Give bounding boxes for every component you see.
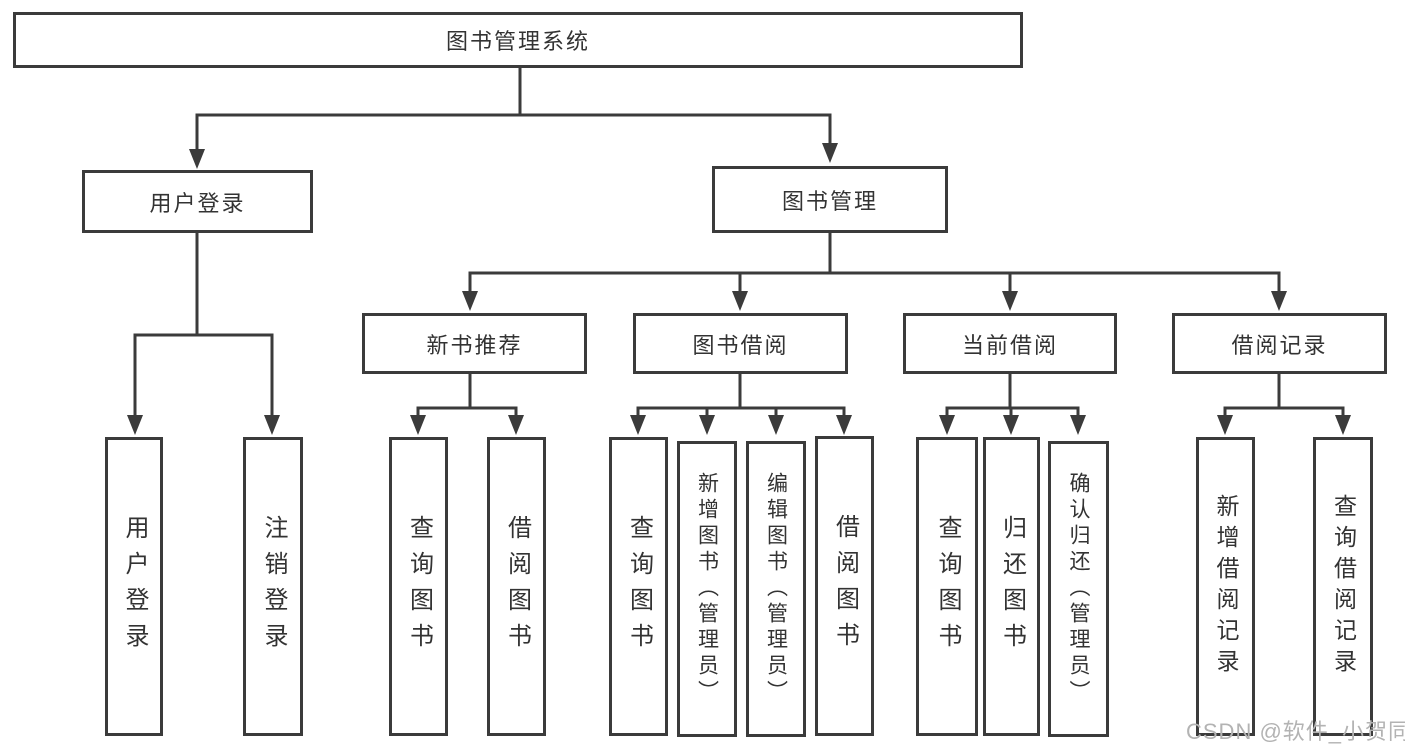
arrow-recommend: [462, 291, 478, 311]
arrow-userlogin: [189, 149, 205, 169]
node-leaf-current-query-books-label: 查询图书: [934, 514, 961, 659]
node-leaf-recommend-borrow-books-label: 借阅图书: [503, 514, 531, 659]
arrow-borrow-leaf-1: [630, 415, 646, 435]
node-current-borrow: 当前借阅: [903, 313, 1117, 374]
arrow-borrow: [732, 291, 748, 311]
arrow-logout-leaf: [264, 415, 280, 435]
node-leaf-recommend-query-books: 查询图书: [389, 437, 448, 736]
edge-borrow-bar: [636, 406, 846, 418]
arrow-recommend-leaf-1: [410, 415, 426, 435]
arrow-borrow-leaf-4: [836, 415, 852, 435]
node-user-login-label: 用户登录: [149, 190, 246, 216]
node-borrow-records-label: 借阅记录: [1231, 332, 1328, 358]
arrow-records-leaf-2: [1335, 415, 1351, 435]
node-leaf-add-books-admin-label: 新增图书（管理员）: [695, 472, 719, 706]
node-leaf-edit-books-admin-label: 编辑图书（管理员）: [764, 472, 788, 706]
node-leaf-user-login: 用户登录: [105, 437, 163, 736]
node-leaf-borrow-query-books: 查询图书: [609, 437, 668, 736]
node-book-management-label: 图书管理: [781, 188, 878, 214]
node-leaf-query-borrow-record: 查询借阅记录: [1313, 437, 1373, 736]
arrow-borrow-leaf-3: [768, 415, 784, 435]
node-leaf-add-borrow-record-label: 新增借阅记录: [1213, 493, 1239, 680]
arrowheads: [127, 143, 1351, 435]
arrow-current-leaf-1: [939, 415, 955, 435]
node-user-login: 用户登录: [82, 170, 313, 233]
node-leaf-edit-books-admin: 编辑图书（管理员）: [746, 441, 806, 737]
node-root-label: 图书管理系统: [445, 29, 590, 54]
node-book-management: 图书管理: [712, 166, 948, 233]
node-book-borrow: 图书借阅: [633, 313, 848, 374]
arrow-borrow-leaf-2: [699, 415, 715, 435]
node-leaf-add-borrow-record: 新增借阅记录: [1196, 437, 1255, 736]
node-leaf-borrow-borrow-books-label: 借阅图书: [831, 514, 859, 658]
arrow-current-leaf-3: [1070, 415, 1086, 435]
node-leaf-recommend-query-books-label: 查询图书: [405, 514, 433, 659]
node-leaf-user-login-label: 用户登录: [121, 514, 148, 659]
arrow-login-leaf: [127, 415, 143, 435]
edge-recommend-bar: [416, 406, 518, 418]
node-leaf-borrow-query-books-label: 查询图书: [625, 514, 653, 659]
node-leaf-confirm-return-admin-label: 确认归还（管理员）: [1067, 472, 1090, 706]
node-leaf-current-query-books: 查询图书: [916, 437, 978, 736]
edge-records-bar: [1223, 406, 1345, 418]
arrow-current-leaf-2: [1003, 415, 1019, 435]
node-current-borrow-label: 当前借阅: [961, 332, 1058, 358]
arrow-recommend-leaf-2: [508, 415, 524, 435]
arrow-records: [1271, 291, 1287, 311]
node-leaf-query-borrow-record-label: 查询借阅记录: [1330, 493, 1357, 680]
edge-level3-bar: [468, 271, 1281, 293]
node-leaf-return-books: 归还图书: [983, 437, 1040, 736]
node-leaf-borrow-borrow-books: 借阅图书: [815, 436, 874, 736]
node-new-book-recommend: 新书推荐: [362, 313, 587, 374]
node-leaf-confirm-return-admin: 确认归还（管理员）: [1048, 441, 1109, 737]
node-leaf-logout-label: 注销登录: [260, 514, 287, 659]
node-new-book-recommend-label: 新书推荐: [426, 332, 523, 358]
node-leaf-add-books-admin: 新增图书（管理员）: [677, 441, 737, 737]
node-borrow-records: 借阅记录: [1172, 313, 1387, 374]
edge-userlogin-bar: [133, 333, 274, 418]
arrow-bookmgmt: [822, 143, 838, 163]
node-leaf-recommend-borrow-books: 借阅图书: [487, 437, 546, 736]
edge-level2-bar: [195, 113, 832, 151]
node-root: 图书管理系统: [13, 12, 1023, 68]
node-leaf-logout: 注销登录: [243, 437, 303, 736]
node-leaf-return-books-label: 归还图书: [998, 514, 1026, 659]
node-book-borrow-label: 图书借阅: [692, 332, 789, 358]
connector-segments: [133, 68, 1345, 418]
arrow-current: [1002, 291, 1018, 311]
arrow-records-leaf-1: [1217, 415, 1233, 435]
